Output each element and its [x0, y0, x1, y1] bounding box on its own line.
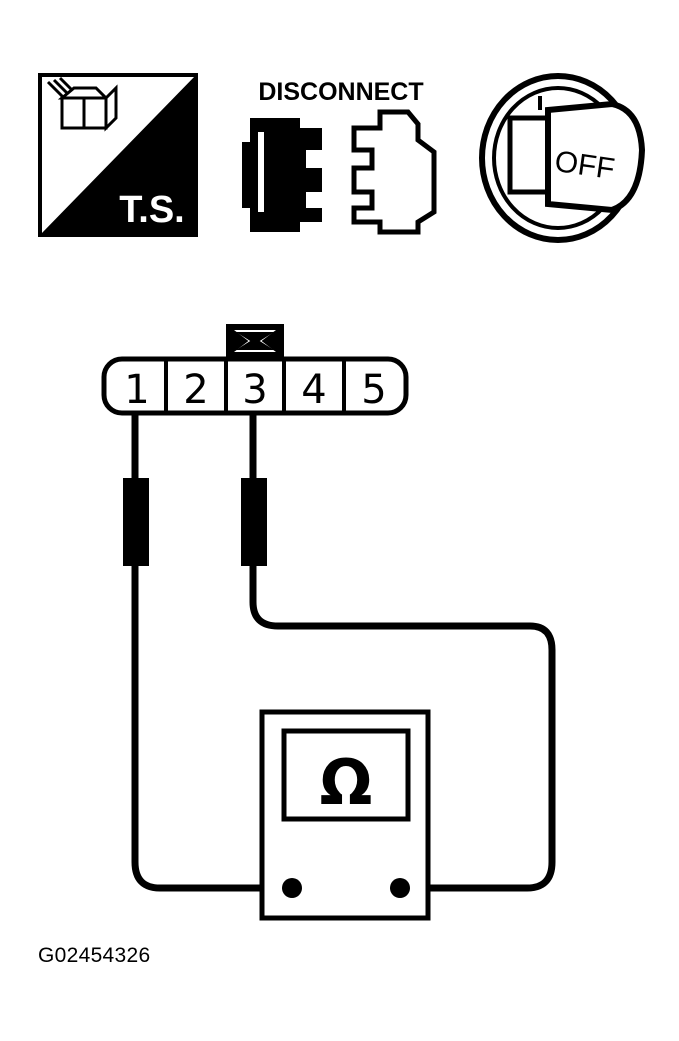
probe-lead-pin-1	[131, 412, 290, 892]
disconnect-label: DISCONNECT	[258, 78, 423, 106]
ohm-symbol: Ω	[320, 746, 373, 819]
test-symbol-icon: T.S.	[38, 73, 198, 237]
ignition-key-off-icon: OFF	[479, 73, 646, 243]
meter-terminal-right	[390, 878, 410, 898]
probe-lead-pin-3	[249, 412, 556, 892]
connector-pin-4: 4	[301, 367, 326, 413]
meter-terminal-left	[282, 878, 302, 898]
connector-pin-3: 3	[242, 367, 267, 413]
connector-disconnect-icon: DISCONNECT	[242, 78, 437, 235]
test-symbol-label: T.S.	[119, 189, 184, 231]
figure-id: G02454326	[38, 944, 151, 967]
probe-handle-left	[123, 478, 149, 566]
connector: 1 2 3 4 5	[101, 324, 409, 416]
ohmmeter-icon: Ω	[259, 709, 431, 921]
connector-pin-2: 2	[183, 367, 208, 413]
probe-handle-right	[241, 478, 267, 566]
connector-pin-5: 5	[361, 367, 386, 413]
connector-pin-1: 1	[124, 367, 149, 413]
